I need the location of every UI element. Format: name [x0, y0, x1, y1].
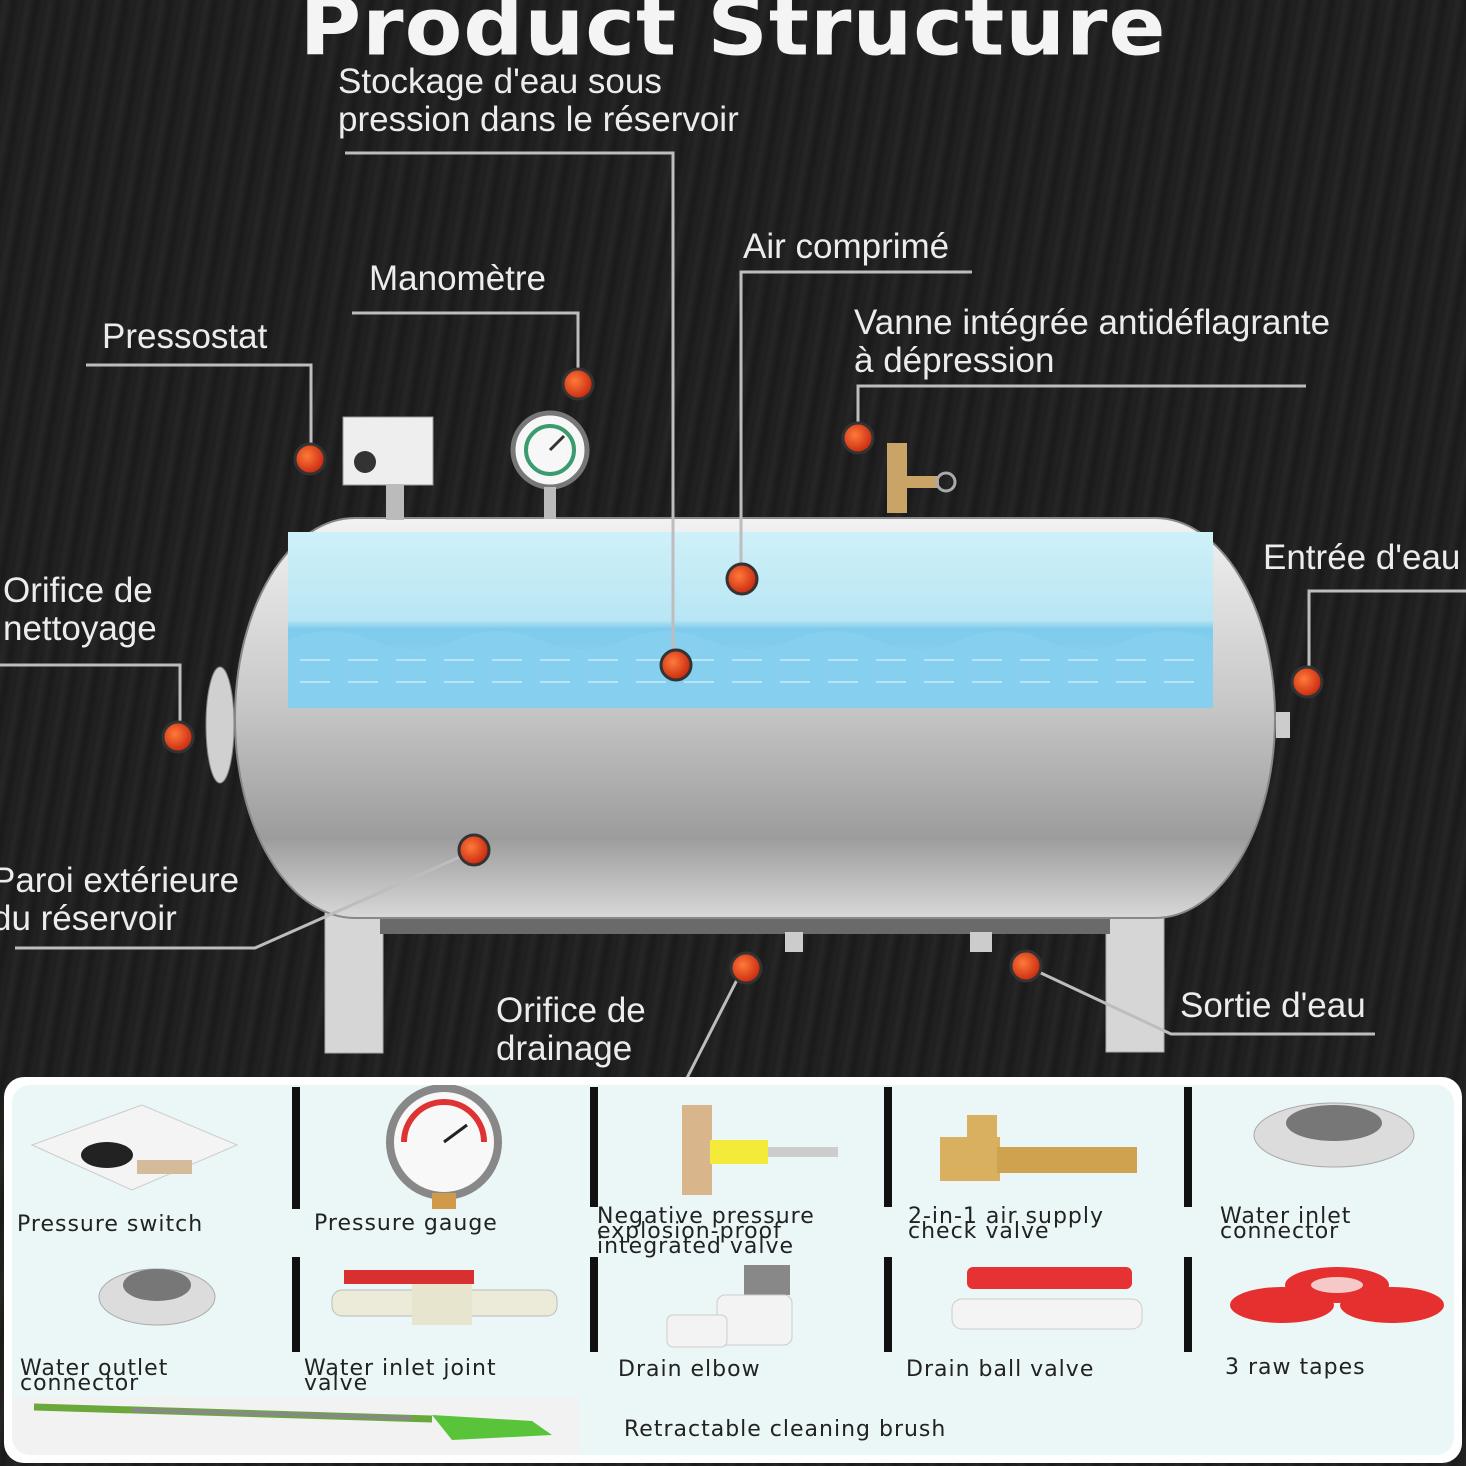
water-wave	[288, 631, 1213, 708]
page-title: Product Structure	[299, 0, 1167, 74]
caption-raw-tapes: 3 raw tapes	[1225, 1355, 1366, 1380]
water-outlet-connector-image	[98, 1268, 216, 1326]
accessories-panel: Pressure switch Pressure gauge Negative …	[4, 1077, 1462, 1463]
label-air: Air comprimé	[743, 227, 950, 266]
marker-storage	[659, 648, 693, 682]
negative-pressure-valve-image	[682, 1105, 838, 1195]
caption-pressure-switch: Pressure switch	[17, 1212, 204, 1237]
marker-valve	[841, 421, 875, 455]
drain-elbow-image	[666, 1265, 793, 1348]
cleaning-port	[205, 666, 235, 784]
inlet-stub	[1276, 712, 1290, 738]
marker-inlet	[1290, 665, 1324, 699]
water-inlet-joint-valve-image	[331, 1270, 558, 1325]
caption-pressure-gauge: Pressure gauge	[314, 1211, 498, 1236]
pressure-switch	[342, 416, 434, 486]
check-valve-image	[940, 1115, 1137, 1181]
caption-drain-ball-valve: Drain ball valve	[906, 1357, 1095, 1382]
cleaning-brush-image	[12, 1397, 579, 1455]
raw-tapes-image	[1230, 1267, 1444, 1323]
marker-air	[725, 562, 759, 596]
caption-drain-elbow: Drain elbow	[618, 1357, 761, 1382]
pressure-switch-image	[30, 1104, 239, 1191]
caption-cleaning-brush: Retractable cleaning brush	[624, 1417, 947, 1442]
callout-markers	[161, 367, 1324, 985]
explosion-proof-valve	[887, 443, 907, 513]
water-inlet-connector-image	[1253, 1102, 1415, 1168]
tank-base-bar	[380, 918, 1110, 934]
label-outlet: Sortie d'eau	[1180, 986, 1366, 1025]
marker-manometre	[561, 367, 595, 401]
accessories-illustrations	[12, 1085, 1444, 1455]
label-manometre: Manomètre	[369, 259, 547, 298]
marker-drain	[729, 951, 763, 985]
label-pressostat: Pressostat	[102, 317, 268, 356]
marker-wall	[457, 833, 491, 867]
marker-outlet	[1009, 949, 1043, 983]
marker-cleaning	[161, 720, 195, 754]
drain-ball-valve-image	[951, 1267, 1143, 1330]
marker-pressostat	[293, 442, 327, 476]
pressure-gauge-image	[386, 1085, 502, 1209]
label-inlet: Entrée d'eau	[1263, 538, 1461, 577]
